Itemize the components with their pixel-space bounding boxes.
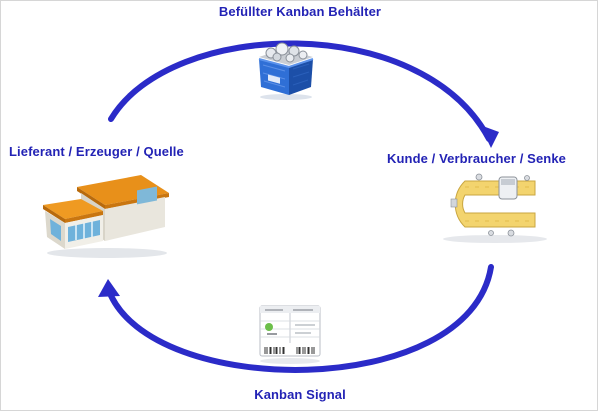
top-arrowhead xyxy=(480,125,499,148)
bottom-arrow xyxy=(106,264,494,373)
factory-building-icon xyxy=(41,169,171,259)
kanban-container-icon xyxy=(255,35,317,101)
top-arrow xyxy=(108,40,492,142)
supplier-label: Lieferant / Erzeuger / Quelle xyxy=(9,144,184,159)
kanban-card-icon xyxy=(257,303,323,365)
conveyor-belt-icon xyxy=(439,169,551,245)
title-label: Befüllter Kanban Behälter xyxy=(218,4,382,19)
kanban-signal-label: Kanban Signal xyxy=(254,387,346,402)
bottom-arrowhead xyxy=(98,279,120,297)
customer-label: Kunde / Verbraucher / Senke xyxy=(387,151,566,166)
